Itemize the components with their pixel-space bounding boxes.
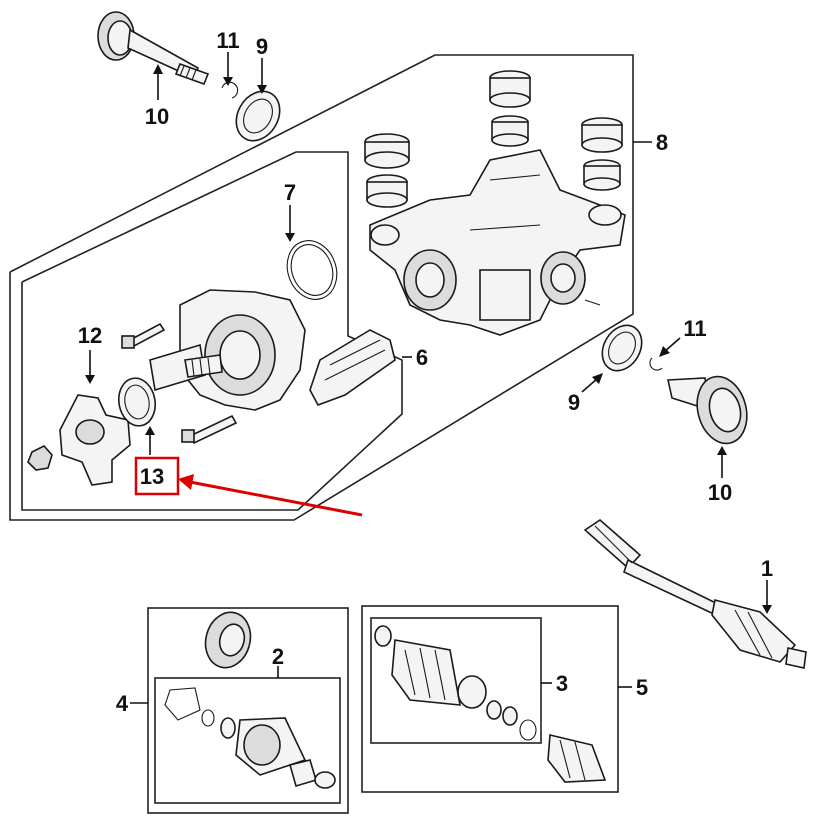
- callout-11-upper: 11: [216, 28, 239, 53]
- frame-group-3: [370, 617, 542, 744]
- highlight-arrow-line: [189, 480, 363, 517]
- callout-6: 6: [416, 345, 428, 370]
- axle-flange-upper: [97, 11, 210, 86]
- axle-flange-right: [667, 375, 748, 445]
- mount-bushings: [364, 70, 623, 208]
- joint-2-parts: [164, 687, 336, 789]
- differential-housing: [369, 149, 626, 336]
- circlip-upper: [221, 81, 239, 99]
- seal-upper: [235, 90, 281, 142]
- joint-4-upper: [204, 611, 252, 669]
- callout-labels: 10 11 9 8 7 6 12 13 9 11 10 1 2 4 3 5: [78, 28, 773, 716]
- circlip-right: [649, 357, 663, 371]
- highlight-annotation: [134, 456, 363, 517]
- highlight-arrow-head: [178, 474, 194, 490]
- frame-group-4: [147, 607, 349, 814]
- gasket-ring: [286, 240, 338, 300]
- drive-shaft: [583, 518, 807, 669]
- frame-group-6: [21, 151, 403, 511]
- bolts: [121, 322, 238, 445]
- frame-group-8: [9, 54, 634, 521]
- callout-10-right: 10: [708, 480, 732, 505]
- seal-13: [117, 377, 157, 427]
- frame-group-5: [361, 605, 619, 793]
- boot-parts: [374, 625, 607, 783]
- seal-right: [601, 324, 643, 372]
- output-flange: [27, 394, 131, 486]
- callout-4: 4: [116, 691, 129, 716]
- callout-5: 5: [636, 675, 648, 700]
- callout-10-upper: 10: [145, 104, 169, 129]
- callout-9-upper: 9: [256, 34, 268, 59]
- highlight-box: [134, 456, 180, 496]
- callout-7: 7: [284, 180, 296, 205]
- control-module: [309, 329, 396, 406]
- callout-2: 2: [272, 644, 284, 669]
- callout-1: 1: [761, 556, 773, 581]
- callout-11-right: 11: [683, 316, 706, 341]
- callout-3: 3: [556, 671, 568, 696]
- callout-13: 13: [140, 464, 164, 489]
- callout-12: 12: [78, 323, 102, 348]
- callout-8: 8: [656, 130, 668, 155]
- leader-lines: [85, 52, 772, 704]
- callout-9-right: 9: [568, 390, 580, 415]
- frame-group-2: [154, 677, 341, 804]
- coupling-unit: [149, 289, 306, 411]
